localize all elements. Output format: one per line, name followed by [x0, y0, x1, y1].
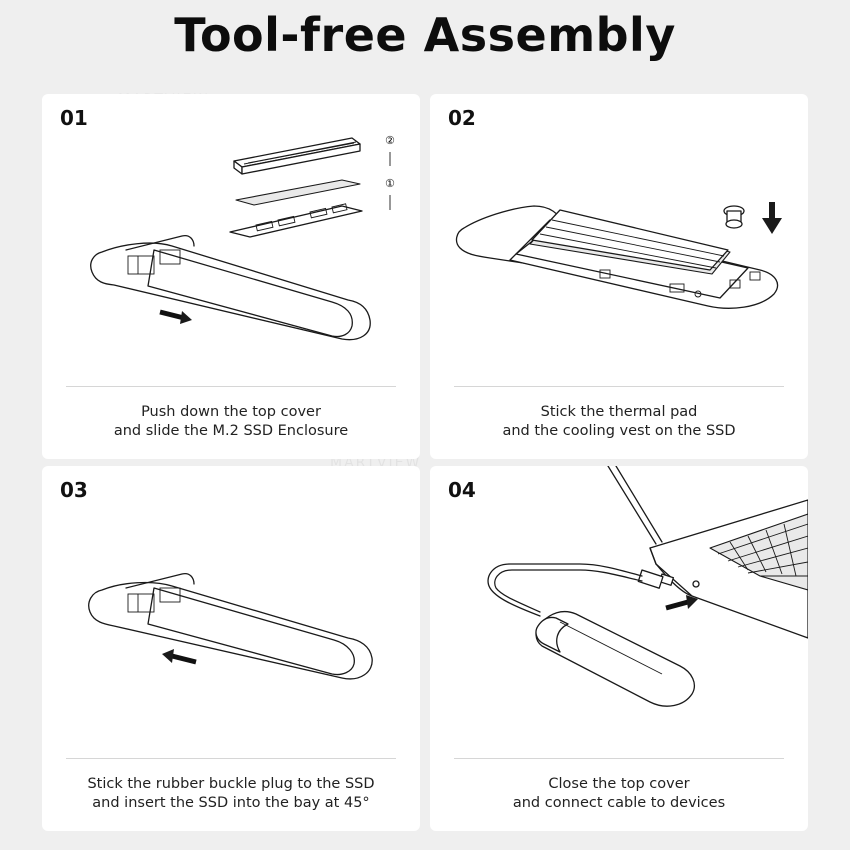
cooling-vest-part	[233, 137, 361, 175]
marker-2: ②	[385, 134, 395, 147]
step-01-illustration: ② ①	[90, 134, 395, 341]
caption-line: and insert the SSD into the bay at 45°	[92, 795, 370, 811]
enclosure-shell	[88, 572, 373, 680]
divider	[66, 758, 396, 759]
caption-line: and slide the M.2 SSD Enclosure	[113, 423, 349, 439]
keyboard	[709, 513, 808, 591]
step-caption: Close the top cover and connect cable to…	[430, 775, 808, 813]
divider	[454, 386, 784, 387]
ssd-enclosure	[535, 610, 695, 707]
step-number: 01	[60, 106, 88, 130]
rubber-plug-icon	[723, 205, 745, 229]
caption-line: and connect cable to devices	[512, 795, 726, 811]
enclosure-shell	[90, 234, 371, 341]
caption-line: Stick the thermal pad	[540, 404, 698, 420]
step-number: 04	[448, 478, 476, 502]
caption-line: Close the top cover	[548, 776, 690, 792]
step-card-04: 04	[430, 466, 808, 831]
right-arrow-icon	[665, 595, 698, 611]
thermal-pad-part	[235, 179, 361, 206]
step-card-03: 03 Stick the rubber buckle plug to the S…	[42, 466, 420, 831]
ssd-part	[229, 203, 363, 238]
step-caption: Push down the top cover and slide the M.…	[42, 403, 420, 441]
step-number: 03	[60, 478, 88, 502]
usb-cable	[487, 563, 664, 617]
marker-1: ①	[385, 177, 395, 190]
step-caption: Stick the thermal pad and the cooling ve…	[430, 403, 808, 441]
laptop-icon	[607, 466, 808, 639]
right-arrow-icon	[159, 309, 192, 324]
step-card-01: 01 ② ①	[42, 94, 420, 459]
step-number: 02	[448, 106, 476, 130]
step-03-illustration	[88, 572, 373, 680]
page-title: Tool-free Assembly	[174, 8, 676, 62]
left-arrow-icon	[162, 649, 197, 665]
caption-line: Push down the top cover	[141, 404, 321, 420]
divider	[454, 758, 784, 759]
step-card-02: 02	[430, 94, 808, 459]
step-02-illustration	[455, 202, 782, 309]
enclosure-open	[455, 205, 779, 309]
step-caption: Stick the rubber buckle plug to the SSD …	[42, 775, 420, 813]
caption-line: and the cooling vest on the SSD	[502, 423, 736, 439]
step-04-illustration	[487, 466, 808, 707]
divider	[66, 386, 396, 387]
caption-line: Stick the rubber buckle plug to the SSD	[87, 776, 375, 792]
down-arrow-icon	[762, 202, 782, 234]
